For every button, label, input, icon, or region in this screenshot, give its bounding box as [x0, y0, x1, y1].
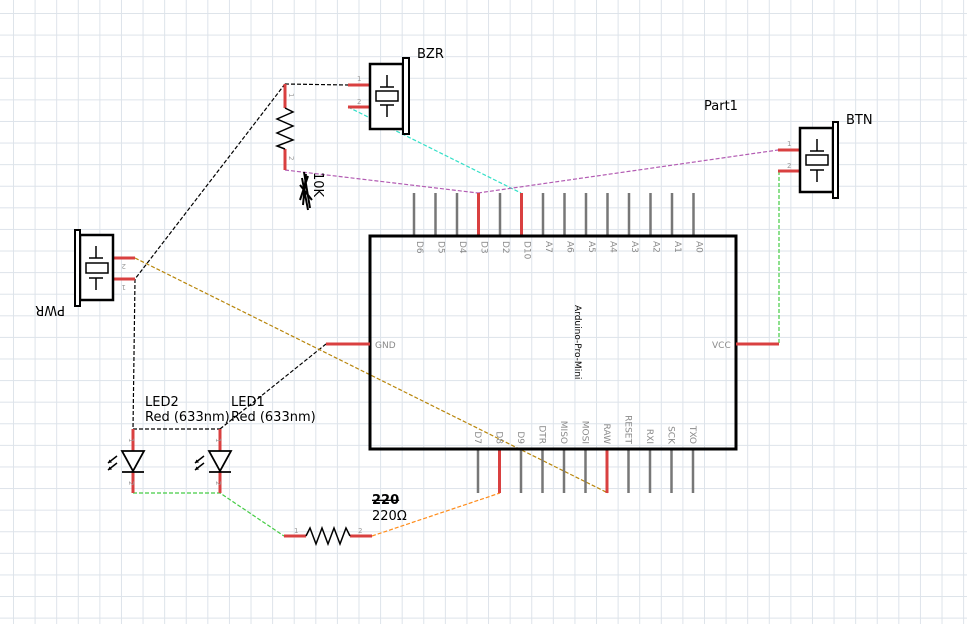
pin-number: 2 [122, 262, 126, 270]
resistor-10k-value: 10K [310, 172, 325, 198]
resistor-10k[interactable]: 1 2 10K [274, 84, 325, 211]
pin-number: 2 [214, 481, 222, 485]
pin-label: D4 [457, 241, 467, 254]
pin-label: A3 [629, 241, 639, 253]
pin-label: A4 [608, 241, 618, 253]
pin-label-gnd: GND [375, 341, 396, 351]
wire-resistor-d8[interactable] [371, 492, 501, 537]
pin-number: 1 [294, 527, 298, 535]
led1-color: Red (633nm) [231, 410, 316, 425]
pin-number: 1 [122, 283, 126, 291]
pin-label: RESET [623, 415, 633, 444]
pin-label: D7 [472, 431, 482, 444]
wire-resistor-d3[interactable] [284, 169, 479, 194]
resistor-220-old-label: 220 [372, 493, 399, 508]
pin-number: 1 [214, 438, 222, 442]
buzzer-label: BZR [417, 47, 444, 62]
pin-number: 1 [787, 140, 791, 148]
pin-label: D9 [515, 431, 525, 444]
pin-label: A5 [586, 241, 596, 253]
pin-label: D6 [414, 241, 424, 254]
pin-label: A6 [565, 241, 575, 253]
pin-label: D2 [500, 241, 510, 254]
pin-label: RXI [644, 429, 654, 444]
pin-number: 2 [787, 162, 791, 170]
pin-label: MISO [558, 421, 568, 444]
pin-label: D5 [436, 241, 446, 254]
pin-number: 1 [287, 93, 295, 97]
overlapping-label-scribble [299, 171, 313, 211]
pin-number: 2 [287, 156, 295, 160]
pin-label: MOSI [580, 421, 590, 444]
pin-number: 1 [357, 75, 361, 83]
wire-pwr-led2[interactable] [132, 278, 136, 430]
led2-name: LED2 [145, 395, 179, 410]
resistor-220-value: 220Ω [372, 509, 407, 524]
pin-label: A7 [543, 241, 553, 253]
pin-number: 2 [357, 98, 361, 106]
pin-label: TXO [687, 425, 697, 444]
button-label: BTN [846, 113, 873, 128]
pin-label: D3 [479, 241, 489, 254]
wire-bzr1-resistor[interactable] [284, 83, 349, 86]
buzzer[interactable]: 1 2 BZR [348, 47, 444, 135]
arrowhead-icon [195, 459, 199, 470]
pin-label: D10 [522, 241, 532, 260]
pin-label-vcc: VCC [712, 341, 731, 351]
wire-d3-btn1[interactable] [477, 149, 779, 194]
pin-label: SCK [666, 426, 676, 445]
pin-label: A1 [672, 241, 682, 253]
arrowhead-icon [108, 459, 112, 470]
power-label: PWR [35, 302, 65, 317]
led2-color: Red (633nm) [145, 410, 230, 425]
pin-label: D8 [494, 431, 504, 444]
wire-resistor-pwr[interactable] [134, 83, 286, 280]
button[interactable]: 1 2 BTN [778, 113, 873, 199]
wire-led2-led1-cathode[interactable] [133, 492, 285, 537]
led1[interactable]: 12 [194, 429, 233, 493]
pin-label: A2 [651, 241, 661, 253]
part1-label: Part1 [704, 99, 738, 114]
pin-label: RAW [601, 424, 611, 445]
resistor-220[interactable]: 1 2 220 220Ω [284, 493, 407, 547]
wire-led1-gnd[interactable] [219, 343, 327, 430]
arduino-title: Arduino-Pro-Mini [572, 305, 582, 379]
pin-number: 2 [127, 481, 135, 485]
pin-number: 1 [127, 438, 135, 442]
led2[interactable]: 12 [107, 429, 146, 493]
pin-number: 2 [358, 527, 362, 535]
arduino-pro-mini[interactable]: D6 D5 D4 D3 D2 D10 A7 A6 A5 A4 A3 A2 A1 A0 D7 D8 D9 DTR M… [326, 193, 779, 493]
pin-label: DTR [537, 425, 547, 444]
led1-name: LED1 [231, 395, 265, 410]
pin-label: A0 [694, 241, 704, 253]
power-switch[interactable]: 2 1 PWR [35, 229, 135, 317]
